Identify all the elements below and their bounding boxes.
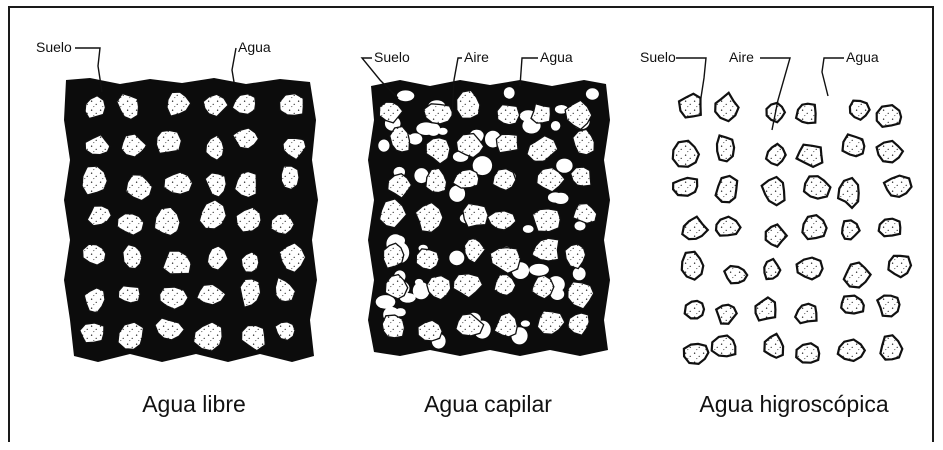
soil-grain: [685, 301, 704, 319]
soil-grain: [756, 297, 776, 320]
soil-grain: [880, 335, 902, 359]
soil-grain: [715, 93, 738, 121]
soil-grain: [796, 104, 816, 124]
air-pocket: [573, 267, 586, 280]
soil-grain: [280, 94, 304, 116]
soil-grain: [716, 305, 737, 324]
panel-agua-libre: Suelo Agua Agua libre: [36, 39, 318, 417]
soil-grain: [850, 101, 870, 120]
soil-grain: [797, 145, 823, 167]
soil-grain: [673, 141, 699, 167]
air-pocket: [397, 90, 414, 101]
soil-grain: [717, 136, 734, 162]
label-agua: Agua: [846, 49, 879, 65]
air-pocket: [408, 133, 422, 144]
caption-agua-libre: Agua libre: [142, 391, 246, 417]
soil-grain: [463, 204, 488, 228]
soil-grain: [841, 296, 864, 314]
soil-grain: [838, 340, 865, 362]
soil-grain: [795, 304, 816, 323]
air-pocket: [427, 123, 441, 136]
label-aire: Aire: [464, 49, 489, 65]
soil-grain: [684, 344, 709, 364]
soil-grain: [877, 105, 901, 127]
leader-agua: [822, 58, 844, 96]
air-pocket: [523, 225, 534, 233]
soil-grain: [762, 177, 785, 205]
label-agua: Agua: [540, 49, 573, 65]
air-pocket: [521, 320, 530, 326]
air-pocket: [449, 251, 464, 266]
caption-agua-capilar: Agua capilar: [424, 391, 552, 417]
soil-grain: [712, 336, 736, 357]
soil-grain: [842, 220, 860, 239]
air-pocket: [529, 264, 549, 276]
soil-grain: [766, 225, 787, 247]
soil-grain: [716, 217, 741, 236]
soil-grain: [716, 176, 738, 202]
soil-grain: [682, 217, 708, 239]
soil-grains: [673, 93, 912, 364]
soil-grain: [877, 141, 903, 163]
label-aire: Aire: [729, 49, 754, 65]
air-pocket: [586, 88, 599, 99]
soil-grain: [156, 130, 181, 153]
caption-agua-higroscopica: Agua higroscópica: [699, 391, 888, 417]
soil-grain: [796, 343, 819, 362]
soil-grain: [838, 178, 859, 208]
soil-grain: [281, 166, 299, 189]
air-pocket: [395, 308, 406, 316]
soil-grain: [724, 266, 747, 283]
soil-grain: [682, 252, 704, 280]
label-agua: Agua: [238, 39, 271, 55]
air-pocket: [551, 121, 560, 131]
soil-grain: [382, 315, 404, 338]
soil-grain: [843, 134, 865, 156]
soil-grain: [673, 178, 697, 196]
soil-grain: [764, 334, 783, 358]
soil-grain: [877, 296, 899, 317]
air-pocket: [378, 140, 389, 152]
soil-grain: [764, 259, 780, 279]
air-pocket: [504, 87, 515, 99]
soil-grain: [888, 256, 911, 277]
panel-agua-capilar: Suelo Aire Agua Agua capilar: [362, 49, 610, 417]
panel-agua-higroscopica: Suelo Aire Agua Agua higroscópica: [640, 49, 912, 417]
soil-grain: [497, 105, 520, 125]
soil-grain: [797, 258, 823, 280]
air-pocket: [553, 193, 568, 204]
leader-agua: [232, 48, 236, 82]
soil-grain: [802, 215, 826, 239]
air-pocket: [415, 279, 423, 285]
soil-grain: [766, 144, 786, 165]
soil-grain: [879, 219, 901, 237]
soil-grain: [532, 209, 560, 232]
air-pocket: [556, 159, 572, 173]
soil-grain: [884, 176, 912, 197]
soil-grain: [679, 94, 701, 118]
soil-grain: [804, 176, 830, 198]
label-suelo: Suelo: [36, 39, 72, 55]
soil-grain: [844, 263, 871, 288]
label-suelo: Suelo: [374, 49, 410, 65]
label-suelo: Suelo: [640, 49, 676, 65]
soil-grain: [496, 134, 518, 153]
